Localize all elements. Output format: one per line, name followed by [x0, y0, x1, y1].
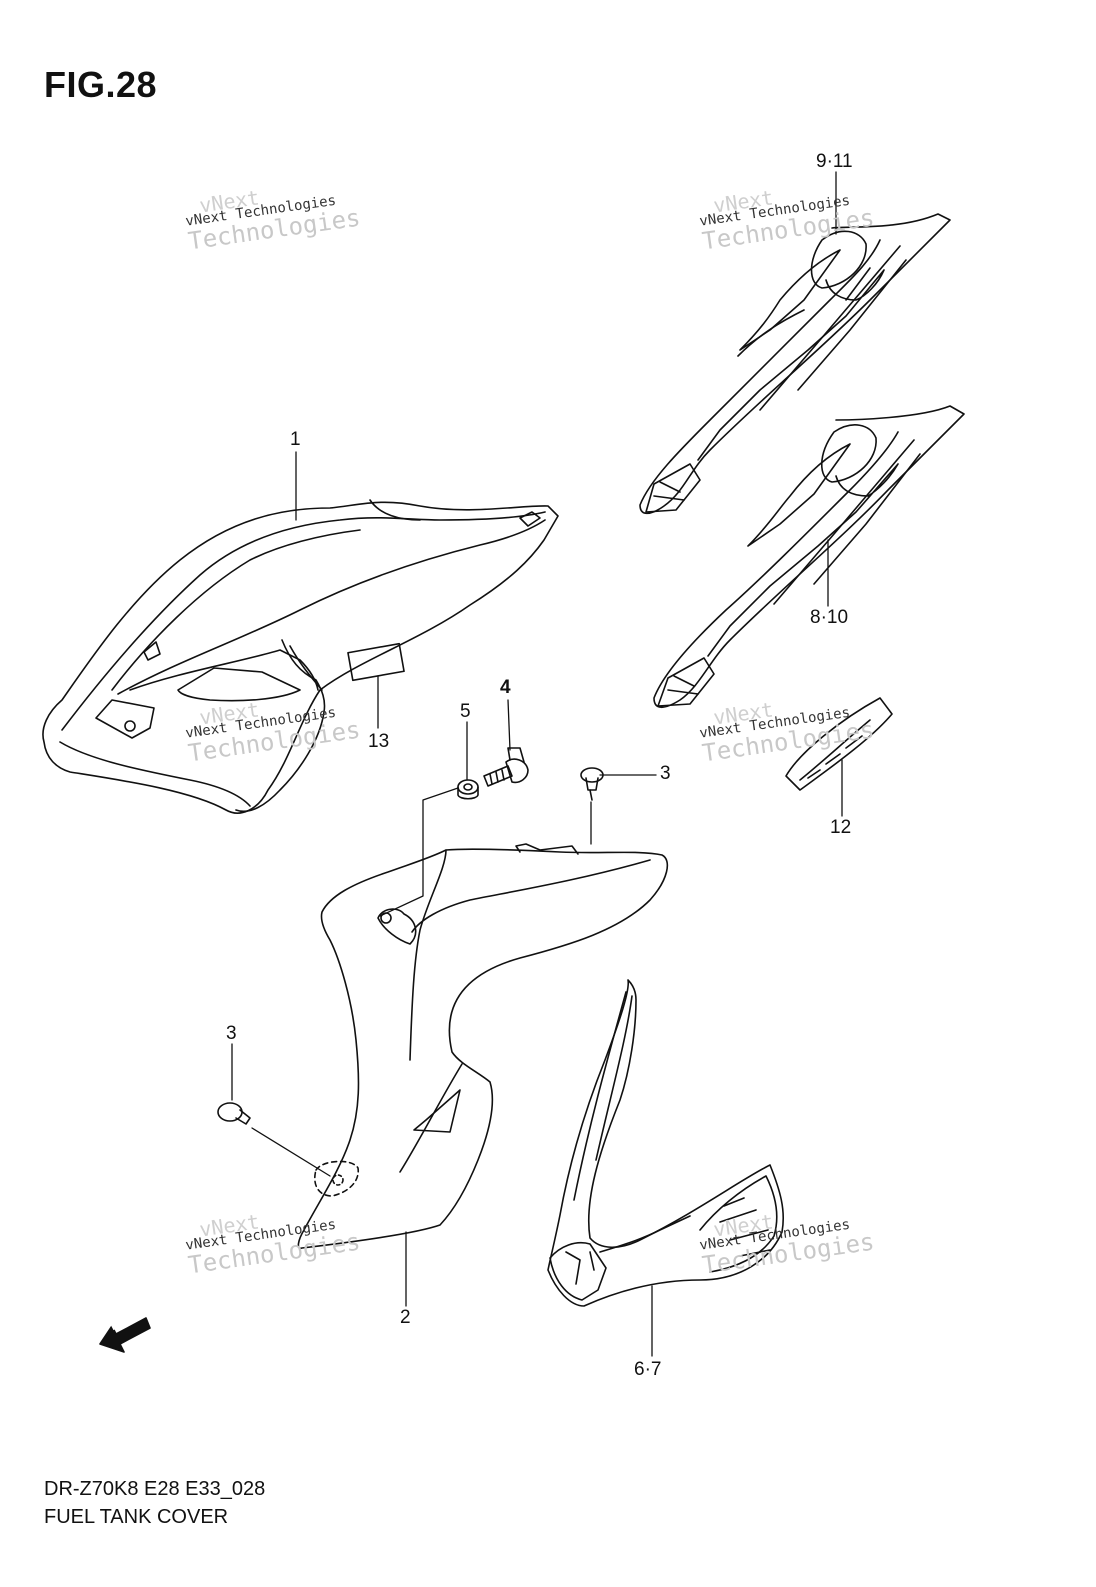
part-6-7-decal-lower [547, 979, 785, 1307]
callout-1: 1 [290, 429, 301, 450]
callout-13: 13 [368, 731, 390, 752]
callout-4: 4 [500, 677, 511, 698]
part-1-tank-cover-upper [42, 499, 559, 814]
model-code: DR-Z70K8 E28 E33_028 [44, 1478, 266, 1500]
part-3-clip-top [580, 767, 604, 801]
part-12-emblem [785, 697, 893, 791]
figure-title: FIG.28 [44, 64, 158, 105]
callout-12: 12 [830, 817, 852, 838]
part-13-pad [347, 642, 405, 682]
callout-6-7: 6·7 [634, 1359, 662, 1380]
callout-5: 5 [460, 701, 471, 722]
figure-name: FUEL TANK COVER [44, 1506, 229, 1528]
callout-2: 2 [400, 1307, 411, 1328]
part-4-bolt [483, 747, 529, 787]
part-3-clip-left [217, 1102, 251, 1125]
callout-9-11: 9·11 [816, 151, 853, 172]
part-9-11-decal-upper [639, 213, 951, 515]
callout-3-top: 3 [660, 763, 671, 784]
part-5-nut [457, 779, 479, 800]
part-2-tank-shroud [297, 843, 669, 1250]
leader-lines [231, 171, 843, 1357]
callout-8-10: 8·10 [810, 607, 849, 628]
part-8-10-decal-middle [653, 405, 965, 709]
fwd-arrow-icon [99, 1317, 151, 1353]
callout-3-left: 3 [226, 1023, 237, 1044]
